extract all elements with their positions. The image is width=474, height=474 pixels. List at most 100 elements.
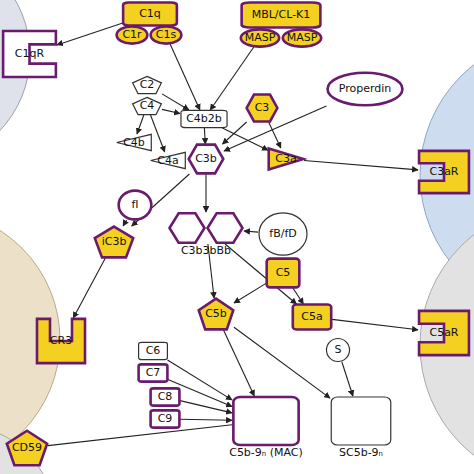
node-outline	[241, 29, 279, 46]
complement-component: C2	[132, 76, 162, 94]
pathway-arrow	[123, 220, 126, 226]
pathway-arrow	[304, 161, 418, 170]
complement-component: C1r	[116, 26, 148, 44]
node-outline	[293, 305, 331, 330]
pathway-arrow	[73, 258, 105, 318]
node-outline	[123, 2, 177, 25]
complement-component: C3b	[188, 144, 224, 174]
node-outline	[151, 152, 186, 168]
component-label: CD59	[12, 442, 42, 454]
component-label: C4b	[123, 137, 145, 149]
component-label: fB/fD	[269, 228, 296, 240]
node-outline	[117, 134, 152, 150]
pathway-arrow	[180, 401, 232, 413]
pathway-arrow	[162, 109, 180, 113]
node-outline	[95, 227, 133, 258]
pathway-arrow	[180, 419, 232, 420]
component-label: C1s	[156, 29, 176, 41]
component-label: CR3	[50, 335, 72, 347]
complement-component: S	[326, 338, 350, 362]
node-outline	[151, 388, 180, 405]
complement-component: C5	[266, 258, 300, 288]
pathway-arrow	[293, 288, 304, 304]
complement-component: C4	[132, 97, 162, 115]
pathway-arrow	[48, 425, 232, 446]
node-outline	[3, 31, 56, 77]
node-outline	[419, 151, 469, 193]
pathway-arrow	[269, 122, 281, 148]
cell-membrane	[0, 0, 30, 165]
node-outline	[151, 410, 180, 427]
pathway-arrow	[205, 174, 206, 212]
complement-component: C1q	[122, 2, 178, 26]
complement-component: SC5b-9ₙ	[330, 396, 392, 446]
pathway-arrow	[234, 327, 330, 398]
complement-component: CD59	[6, 430, 48, 466]
component-label: C3a	[275, 153, 296, 165]
node-outline	[181, 110, 227, 127]
component-label: C1qR	[15, 48, 44, 60]
component-label: C7	[146, 367, 161, 379]
complement-component: MBL/CL-K1	[240, 2, 322, 28]
complement-component: C5a	[292, 304, 332, 330]
complement-component: MASP	[240, 29, 280, 47]
complement-component: fI	[118, 190, 152, 220]
pathway-arrow	[57, 23, 122, 45]
complement-component: fB/fD	[258, 212, 308, 256]
component-label: S	[335, 344, 342, 356]
node-shape	[330, 396, 392, 446]
component-label: C5aR	[429, 327, 458, 339]
component-label: C5b	[205, 308, 227, 320]
complement-component: MASP	[282, 29, 322, 47]
complement-component: C1s	[150, 26, 182, 44]
component-label: C5b-9ₙ (MAC)	[229, 447, 303, 459]
complement-component: C3aR	[418, 150, 470, 194]
node-outline	[331, 397, 391, 445]
component-label: C3	[255, 102, 270, 114]
component-label: C4	[140, 100, 155, 112]
component-label: iC3b	[102, 236, 127, 248]
node-outline	[170, 213, 243, 242]
node-outline	[283, 29, 321, 46]
pathway-arrow	[151, 115, 165, 152]
complement-component: C9	[150, 410, 180, 428]
pathway-arrow	[137, 115, 144, 134]
complement-component: iC3b	[94, 226, 134, 258]
node-outline	[328, 73, 403, 106]
component-label: C1r	[122, 29, 141, 41]
node-outline	[199, 299, 234, 330]
pathway-arrow	[162, 94, 189, 110]
complement-component: CR3	[36, 318, 86, 364]
component-label: C3b3bBb	[181, 245, 231, 257]
component-label: C1q	[139, 8, 161, 20]
pathway-arrow	[210, 47, 254, 110]
component-label: MBL/CL-K1	[252, 9, 311, 21]
pathway-arrow	[234, 283, 266, 303]
pathway-arrow	[332, 319, 418, 329]
complement-component: C4b2b	[180, 110, 228, 128]
component-label: C2	[140, 79, 155, 91]
component-label: MASP	[287, 32, 318, 44]
cell-membrane	[0, 425, 55, 474]
complement-component: C3b3bBb	[168, 212, 244, 244]
complement-component: C5aR	[418, 310, 470, 356]
node-outline	[267, 259, 300, 288]
complement-component: C7	[138, 364, 168, 382]
complement-component: C5b	[198, 298, 234, 330]
component-label: C9	[158, 413, 173, 425]
complement-component: C4a	[150, 152, 186, 169]
pathway-arrow	[342, 362, 353, 396]
component-label: C8	[158, 391, 173, 403]
node-outline	[117, 26, 148, 43]
node-outline	[233, 397, 298, 445]
complement-component: C1qR	[2, 30, 57, 78]
pathway-arrow	[204, 128, 206, 144]
node-outline	[242, 3, 321, 28]
complement-component: Properdin	[326, 72, 404, 106]
node-outline	[139, 342, 168, 359]
component-label: C3aR	[429, 166, 458, 178]
node-shape	[232, 396, 300, 446]
component-label: C4b2b	[186, 113, 222, 125]
cell-membrane	[420, 205, 474, 474]
node-outline	[419, 311, 469, 355]
